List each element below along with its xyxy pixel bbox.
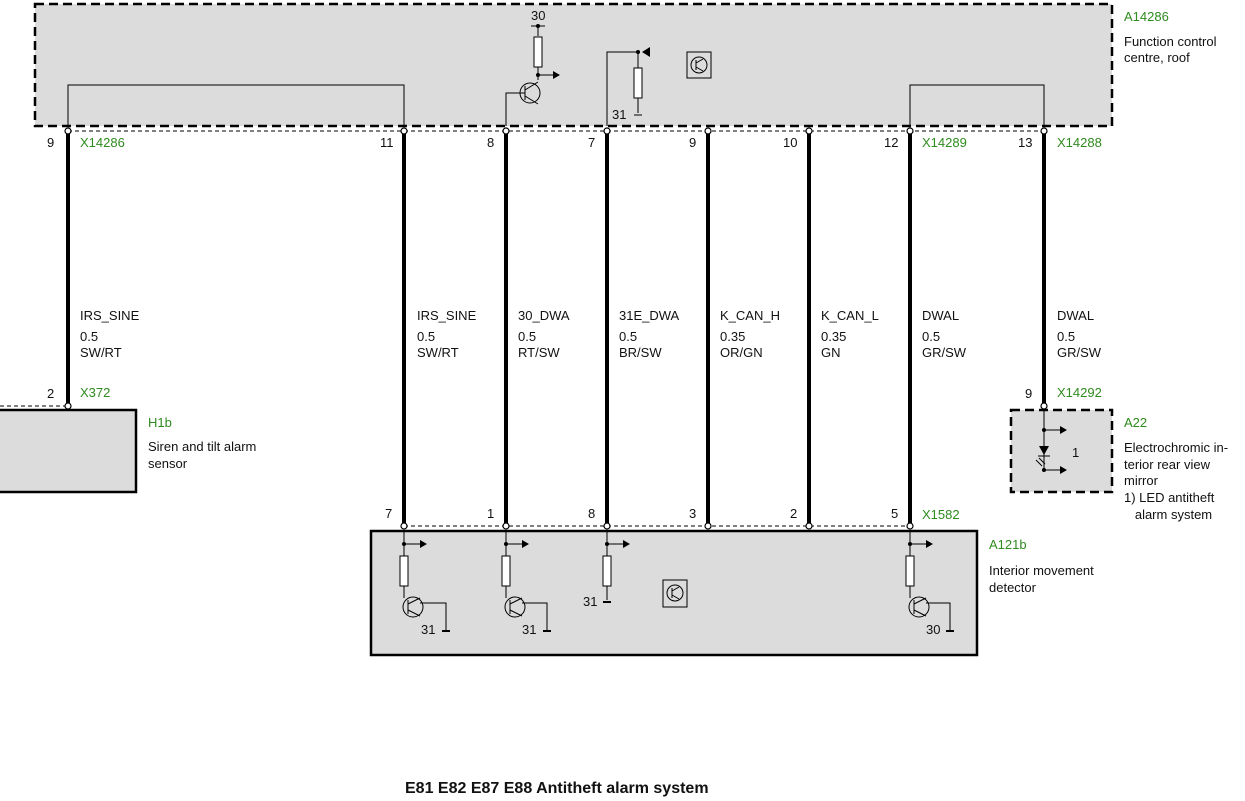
connector-imd: X1582 xyxy=(922,507,960,522)
wire-4: 31E_DWA 0.5 BR/SW 7 8 xyxy=(588,131,680,526)
wire-7-color: GR/SW xyxy=(922,345,967,360)
fcc-id: A14286 xyxy=(1124,9,1169,24)
imd-ground-1: 31 xyxy=(421,622,435,637)
wire-1-bottom-pin: 2 xyxy=(47,386,54,401)
wire-1-top-pin: 9 xyxy=(47,135,54,150)
siren-module xyxy=(0,405,138,494)
wire-3-signal: 30_DWA xyxy=(518,308,570,323)
mirror-desc-line2: terior rear view xyxy=(1124,457,1211,472)
wire-7-gauge: 0.5 xyxy=(922,329,940,344)
wire-6-color: GN xyxy=(821,345,841,360)
mirror-desc-line1: Electrochromic in- xyxy=(1124,440,1228,455)
wire-6-gauge: 0.35 xyxy=(821,329,846,344)
wire-3: 30_DWA 0.5 RT/SW 8 1 xyxy=(487,131,570,526)
wire-5-color: OR/GN xyxy=(720,345,763,360)
mirror-id: A22 xyxy=(1124,415,1147,430)
wire-2-signal: IRS_SINE xyxy=(417,308,477,323)
wire-2-top-pin: 11 xyxy=(380,135,394,150)
wire-4-gauge: 0.5 xyxy=(619,329,637,344)
wire-8-signal: DWAL xyxy=(1057,308,1094,323)
siren-desc-line1: Siren and tilt alarm xyxy=(148,439,256,454)
fcc-ground-label: 31 xyxy=(612,107,626,122)
connector-mirror: X14292 xyxy=(1057,385,1102,400)
siren-id: H1b xyxy=(148,415,172,430)
wire-2-gauge: 0.5 xyxy=(417,329,435,344)
wire-2-bottom-pin: 7 xyxy=(385,506,392,521)
wire-1-gauge: 0.5 xyxy=(80,329,98,344)
wire-7-signal: DWAL xyxy=(922,308,959,323)
wire-4-color: BR/SW xyxy=(619,345,662,360)
mirror-module xyxy=(1009,408,1114,494)
fcc-supply-label: 30 xyxy=(531,8,545,23)
module-function-control-centre xyxy=(33,2,1114,132)
mirror-desc-line3: mirror xyxy=(1124,473,1159,488)
wire-6-signal: K_CAN_L xyxy=(821,308,879,323)
imd-stage-2 xyxy=(501,531,551,632)
wire-8-gauge: 0.5 xyxy=(1057,329,1075,344)
wire-4-signal: 31E_DWA xyxy=(619,308,680,323)
wire-7-top-pin: 12 xyxy=(884,135,898,150)
connector-siren: X372 xyxy=(80,385,110,400)
imd-module xyxy=(369,525,979,657)
wire-7: DWAL 0.5 GR/SW 12 5 xyxy=(884,131,967,526)
imd-ground-3: 31 xyxy=(583,594,597,609)
diagram-title: E81 E82 E87 E88 Antitheft alarm system xyxy=(405,780,709,797)
wire-5-top-pin: 9 xyxy=(689,135,696,150)
imd-ground-2: 31 xyxy=(522,622,536,637)
fcc-desc-line2: centre, roof xyxy=(1124,50,1190,65)
wire-3-gauge: 0.5 xyxy=(518,329,536,344)
mirror-desc-line4: 1) LED antitheft xyxy=(1124,490,1215,505)
wire-8-color: GR/SW xyxy=(1057,345,1102,360)
wire-3-color: RT/SW xyxy=(518,345,560,360)
terminal-markers xyxy=(64,127,1048,530)
wire-8-top-pin: 13 xyxy=(1018,135,1032,150)
wire-2: IRS_SINE 0.5 SW/RT 11 7 xyxy=(380,131,477,526)
imd-desc-line1: Interior movement xyxy=(989,563,1094,578)
mirror-led-ref: 1 xyxy=(1072,445,1079,460)
connector-top-left: X14286 xyxy=(80,135,125,150)
imd-id: A121b xyxy=(989,537,1027,552)
siren-desc-line2: sensor xyxy=(148,456,188,471)
wire-5-gauge: 0.35 xyxy=(720,329,745,344)
wire-6-top-pin: 10 xyxy=(783,135,797,150)
imd-stage-3 xyxy=(602,531,630,603)
imd-desc-line2: detector xyxy=(989,580,1037,595)
wire-6: K_CAN_L 0.35 GN 10 2 xyxy=(783,131,879,526)
wire-5-signal: K_CAN_H xyxy=(720,308,780,323)
wire-3-top-pin: 8 xyxy=(487,135,494,150)
wire-4-bottom-pin: 8 xyxy=(588,506,595,521)
wire-2-color: SW/RT xyxy=(417,345,459,360)
wire-6-bottom-pin: 2 xyxy=(790,506,797,521)
mirror-desc-line5: alarm system xyxy=(1124,507,1212,522)
fcc-desc-line1: Function control xyxy=(1124,34,1217,49)
imd-stage-1 xyxy=(399,531,450,632)
wire-7-bottom-pin: 5 xyxy=(891,506,898,521)
wire-1-signal: IRS_SINE xyxy=(80,308,140,323)
connector-top-right-b: X14288 xyxy=(1057,135,1102,150)
wire-5: K_CAN_H 0.35 OR/GN 9 3 xyxy=(689,131,780,526)
imd-ground-4: 30 xyxy=(926,622,940,637)
wire-8: DWAL 0.5 GR/SW 13 9 xyxy=(1018,131,1102,406)
connector-top-right-a: X14289 xyxy=(922,135,967,150)
wire-1-color: SW/RT xyxy=(80,345,122,360)
wire-1: IRS_SINE 0.5 SW/RT 9 2 xyxy=(47,131,140,406)
imd-stage-4 xyxy=(905,531,954,632)
wire-4-top-pin: 7 xyxy=(588,135,595,150)
wire-3-bottom-pin: 1 xyxy=(487,506,494,521)
wire-5-bottom-pin: 3 xyxy=(689,506,696,521)
wire-8-bottom-pin: 9 xyxy=(1025,386,1032,401)
